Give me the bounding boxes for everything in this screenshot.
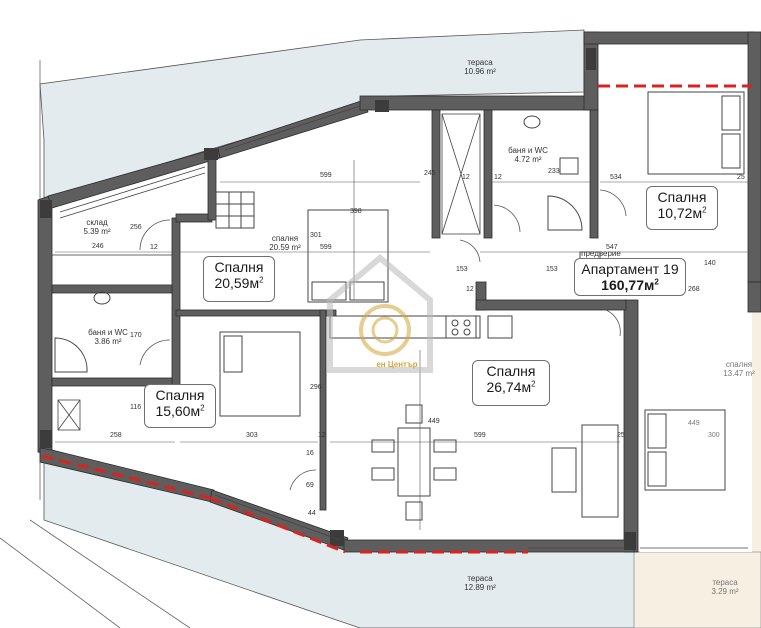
dimension-label: 25	[737, 174, 745, 181]
dimension-label: 12	[318, 432, 326, 439]
dimension-label: 301	[310, 232, 322, 239]
terrace-railings	[41, 84, 752, 554]
dimension-label: 300	[708, 432, 720, 439]
dimension-label: 246	[92, 243, 104, 250]
dimension-label: 534	[610, 174, 622, 181]
dimension-label: 233	[548, 168, 560, 175]
dimension-label: 153	[456, 266, 468, 273]
dimension-label: 547	[606, 244, 618, 251]
dimension-label: 12	[466, 286, 474, 293]
dimension-label: 116	[130, 404, 142, 411]
label-bedroom-b: Спалня 15,60м2	[144, 384, 216, 428]
label-bedroom-a: Спалня 20,59м2	[203, 256, 275, 302]
doors	[139, 189, 627, 491]
dimension-label: 12	[150, 244, 158, 251]
dimension-label: 44	[308, 510, 316, 517]
dimension-label: 140	[704, 260, 716, 267]
dimension-label: 258	[110, 432, 122, 439]
dimension-label: 245	[424, 170, 436, 177]
dimension-label: 599	[474, 432, 486, 439]
dimension-label: 268	[688, 286, 700, 293]
dimension-label: 599	[320, 244, 332, 251]
label-bedroom-c: Спалня 26,74м2	[472, 360, 550, 406]
dimension-label: 16	[306, 450, 314, 457]
dimension-label: 25	[617, 432, 625, 439]
dimension-label: 303	[246, 432, 258, 439]
dimension-label: 170	[130, 332, 142, 339]
pillars	[40, 48, 636, 550]
dimension-label: 12	[462, 174, 470, 181]
dimension-label: 69	[306, 482, 314, 489]
dimension-lines	[55, 160, 750, 530]
dimension-label: 256	[130, 224, 142, 231]
shafts	[51, 113, 481, 431]
apartment-floor	[48, 40, 752, 552]
windows	[59, 105, 748, 549]
dimension-label: 599	[320, 172, 332, 179]
dimension-label: 12	[494, 174, 502, 181]
dimension-label: 153	[546, 266, 558, 273]
label-apartment: Апартамент 19 160,77м2	[574, 258, 686, 296]
corridor-label: предверие	[581, 249, 621, 258]
watermark-logo	[327, 254, 433, 373]
label-bedroom-d: Спалня 10,72м2	[646, 186, 718, 230]
dimension-label: 449	[688, 420, 700, 427]
watermark-text: ен Център	[376, 360, 418, 369]
dimension-label: 296	[310, 384, 322, 391]
dimension-label: 449	[428, 418, 440, 425]
dimension-label: 398	[350, 208, 362, 215]
